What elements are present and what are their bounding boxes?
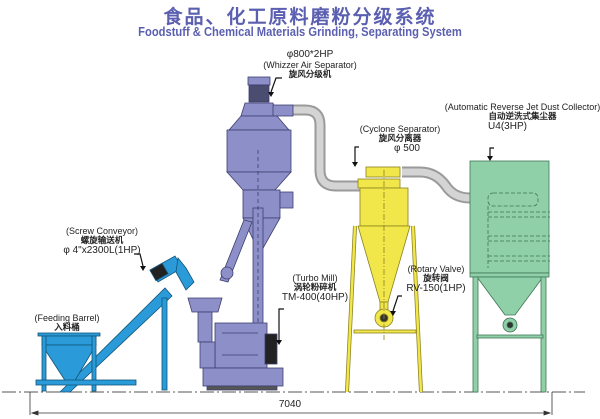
screw-conveyor-label: (Screw Conveyor) 螺旋输送机 φ 4"x2300L(1HP) [62,226,142,256]
turbo-mill-spec: TM-400(40HP) [281,292,349,303]
whizzer-name-cn: 旋风分级机 [288,70,332,80]
rotary-valve-name-cn: 旋转阀 [423,274,449,284]
rotary-valve-label: (Rotary Valve) 旋转阀 RV-150(1HP) [400,264,472,294]
rotary-valve-spec: RV-150(1HP) [406,283,466,294]
dust-collector [469,160,550,393]
dust-collector-name-en: (Automatic Reverse Jet Dust Collector) [444,102,600,112]
cyclone-name-en: (Cyclone Separator) [359,124,441,134]
whizzer-air-separator [226,76,294,349]
separator-feed-arm [219,219,253,283]
screw-conveyor [59,255,195,393]
feeding-barrel-name-en: (Feeding Barrel) [34,313,100,323]
title-chinese: 食品、化工原料磨粉分级系统 [163,6,437,28]
feeding-barrel [35,332,137,392]
screw-conveyor-spec: φ 4"x2300L(1HP) [63,245,141,256]
leader-lines [134,77,494,340]
title-english: Foodstuff & Chemical Materials Grinding,… [138,24,462,39]
whizzer-label: φ800*2HP (Whizzer Air Separator) 旋风分级机 [250,49,370,81]
feeding-barrel-name-cn: 入料桶 [54,323,80,333]
dust-collector-name-cn: 自动逆洗式集尘器 [488,112,557,122]
dust-collector-spec: U4(3HP) [488,121,527,132]
dimension-line [29,392,553,416]
turbo-mill-name-cn: 涡轮粉碎机 [293,283,337,293]
dust-collector-label: (Automatic Reverse Jet Dust Collector) 自… [440,102,600,132]
cyclone-separator [345,166,423,393]
whizzer-spec: φ800*2HP [286,49,334,60]
cyclone-spec: φ 500 [394,143,420,154]
screw-conveyor-name-cn: 螺旋输送机 [80,236,124,246]
cyclone-name-cn: 旋风分离器 [378,134,422,144]
dimension-total-length: 7040 [278,399,302,410]
turbo-mill-label: (Turbo Mill) 涡轮粉碎机 TM-400(40HP) [280,273,350,303]
turbo-mill-name-en: (Turbo Mill) [292,273,338,283]
cyclone-label: (Cyclone Separator) 旋风分离器 φ 500 [345,124,455,154]
whizzer-name-en: (Whizzer Air Separator) [263,60,357,70]
rotary-valve-name-en: (Rotary Valve) [407,264,465,274]
turbo-mill [187,297,284,391]
screw-conveyor-name-en: (Screw Conveyor) [65,226,139,236]
feeding-barrel-label: (Feeding Barrel) 入料桶 [22,313,112,333]
arrow-heads [140,92,493,345]
